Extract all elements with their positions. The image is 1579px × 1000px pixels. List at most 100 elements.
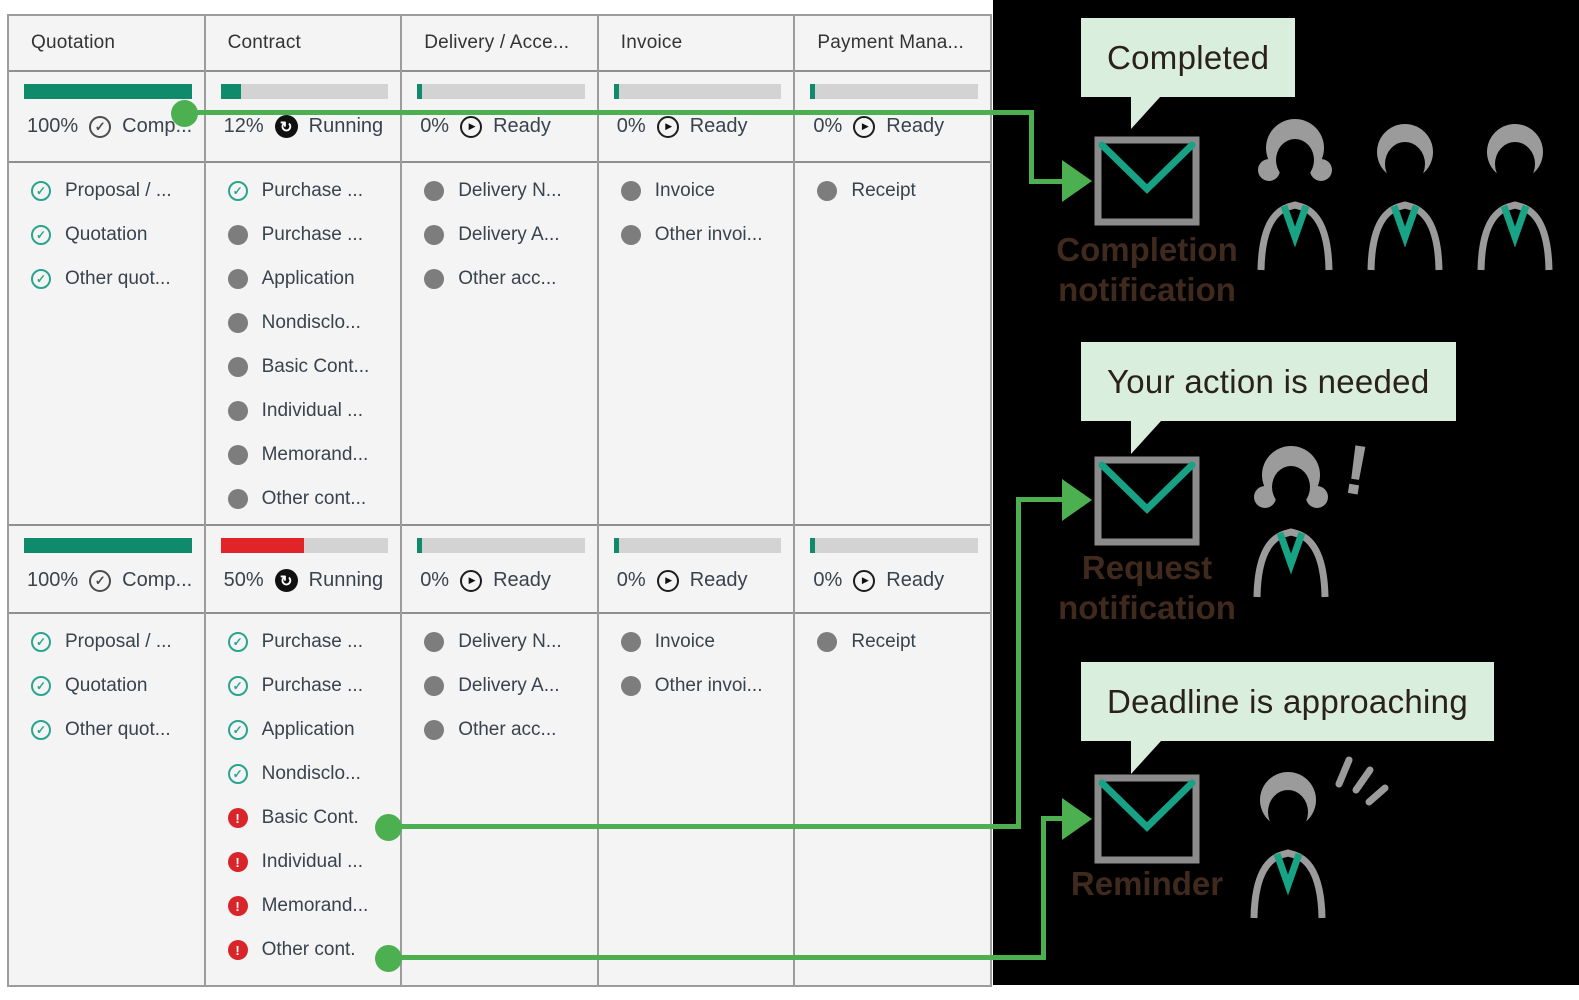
document-item[interactable]: Other acc...	[402, 708, 597, 752]
column-header-label: Contract	[227, 32, 302, 53]
status-line: 12%↻Running	[224, 115, 401, 138]
check-circle-icon: ✓	[227, 764, 248, 784]
column-header-label: Delivery / Acce...	[424, 32, 570, 53]
documents-cell: Receipt	[795, 163, 990, 526]
status-line: 0%▶Ready	[617, 569, 794, 592]
play-circle-icon: ▶	[853, 115, 876, 138]
dot-icon	[817, 632, 838, 652]
document-item[interactable]: Delivery N...	[402, 169, 597, 213]
document-item[interactable]: Invoice	[599, 620, 794, 664]
column-header-label: Invoice	[620, 32, 683, 53]
document-item-label: Delivery A...	[458, 675, 560, 696]
document-item[interactable]: Other invoi...	[599, 664, 794, 708]
person-woman-icon	[1253, 446, 1329, 598]
person-icon	[1367, 124, 1443, 271]
document-item[interactable]: Nondisclo...	[206, 301, 401, 345]
document-item[interactable]: ✓ Proposal / ...	[9, 169, 204, 213]
status-label: Running	[308, 115, 384, 137]
progress-bar	[613, 538, 782, 553]
document-item-label: Memorand...	[261, 444, 369, 465]
document-item[interactable]: !Individual ...	[206, 840, 401, 884]
bubble-pointer	[1131, 741, 1161, 774]
document-item-label: Delivery A...	[458, 224, 560, 245]
document-item[interactable]: Purchase ...	[206, 213, 401, 257]
document-item[interactable]: Delivery N...	[402, 620, 597, 664]
progress-bar	[220, 84, 389, 99]
document-item-label: Individual ...	[261, 400, 363, 421]
column-header: Delivery / Acce...	[402, 16, 597, 72]
document-item[interactable]: Memorand...	[206, 433, 401, 477]
status-percent: 100%	[27, 115, 79, 137]
dot-icon	[227, 225, 248, 245]
dot-icon	[424, 720, 445, 740]
caption-completion-notification: Completion notification	[1056, 231, 1238, 309]
status-percent: 12%	[223, 115, 264, 137]
document-item-label: Nondisclo...	[261, 763, 361, 784]
documents-cell: ✓Proposal / ...✓Quotation✓Other quot...	[9, 614, 204, 985]
document-item[interactable]: ✓Proposal / ...	[9, 620, 204, 664]
bubble-label: Your action is needed	[1107, 362, 1430, 400]
status-label: Ready	[689, 115, 748, 137]
connector-line	[184, 110, 1034, 115]
progress-cell: 100%✓Comp...	[9, 72, 204, 163]
document-item-label: Delivery N...	[458, 631, 562, 652]
document-item[interactable]: Application	[206, 257, 401, 301]
status-line: 0%▶Ready	[813, 569, 990, 592]
document-item-label: Delivery N...	[458, 180, 562, 201]
column-header-label: Quotation	[31, 32, 116, 53]
status-line: 0%▶Ready	[420, 569, 597, 592]
document-item[interactable]: ✓Quotation	[9, 213, 204, 257]
document-item[interactable]: Delivery A...	[402, 213, 597, 257]
status-label: Running	[308, 569, 384, 591]
document-item[interactable]: Other invoi...	[599, 213, 794, 257]
progress-fill	[613, 84, 619, 99]
document-item-label: Proposal / ...	[65, 631, 172, 652]
connector-line	[1016, 497, 1021, 829]
progress-cell: 0%▶Ready	[795, 526, 990, 614]
dot-icon	[227, 445, 248, 465]
document-item[interactable]: ✓Quotation	[9, 664, 204, 708]
document-item[interactable]: ✓Purchase ...	[206, 664, 401, 708]
progress-bar	[24, 84, 192, 99]
document-item-label: Other invoi...	[654, 224, 763, 245]
document-item[interactable]: Other cont...	[206, 477, 401, 521]
document-item[interactable]: ✓Other quot...	[9, 708, 204, 752]
bubble-label: Deadline is approaching	[1107, 682, 1468, 720]
document-item[interactable]: ✓Purchase ...	[206, 620, 401, 664]
document-item-label: Purchase ...	[261, 675, 363, 696]
document-item[interactable]: ✓Other quot...	[9, 257, 204, 301]
document-item[interactable]: Receipt	[795, 620, 990, 664]
document-item[interactable]: ✓ Nondisclo...	[206, 752, 401, 796]
document-item[interactable]: Invoice	[599, 169, 794, 213]
document-item[interactable]: ✓Application	[206, 708, 401, 752]
document-item[interactable]: Receipt	[795, 169, 990, 213]
status-percent: 0%	[420, 569, 450, 591]
document-item[interactable]: Individual ...	[206, 389, 401, 433]
status-line: 100%✓Comp...	[27, 569, 204, 592]
connector-line	[1041, 816, 1046, 960]
document-item[interactable]: !Other cont.	[206, 928, 401, 972]
play-circle-icon: ▶	[460, 115, 483, 138]
status-label: Ready	[493, 569, 551, 591]
document-item[interactable]: !Memorand...	[206, 884, 401, 928]
document-item-label: Other quot...	[65, 268, 171, 289]
document-item-label: Invoice	[654, 180, 715, 201]
document-item[interactable]: ✓Purchase ...	[206, 169, 401, 213]
status-label: Ready	[689, 569, 748, 591]
column-header: Invoice	[598, 16, 794, 72]
three-people-icon	[1257, 119, 1553, 271]
document-item-label: Other quot...	[65, 719, 171, 740]
column-header: Contract	[205, 16, 401, 72]
check-circle-icon: ✓	[31, 181, 51, 201]
document-item[interactable]: Delivery A...	[402, 664, 597, 708]
document-item[interactable]: Basic Cont...	[206, 345, 401, 389]
document-item[interactable]: Other acc...	[402, 257, 597, 301]
progress-fill	[220, 84, 241, 99]
column-header: Payment Mana...	[795, 16, 990, 72]
dot-icon	[424, 225, 445, 245]
document-item-label: Quotation	[65, 224, 148, 245]
document-item[interactable]: !Basic Cont.	[206, 796, 401, 840]
document-item-label: Proposal / ...	[65, 180, 172, 201]
